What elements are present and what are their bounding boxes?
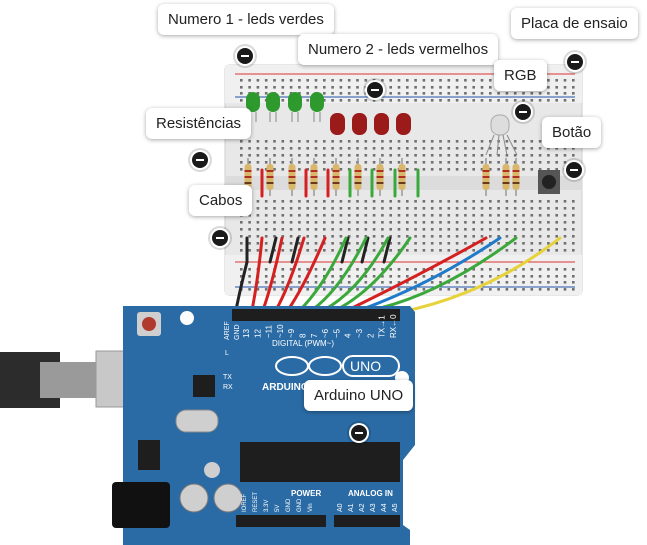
resistencias-marker-icon[interactable] bbox=[190, 150, 210, 170]
wire[interactable] bbox=[370, 236, 518, 312]
power-pin-label: 3.3V bbox=[264, 500, 270, 512]
cabos-marker-icon[interactable] bbox=[210, 228, 230, 248]
red-led bbox=[374, 113, 389, 135]
numero2-marker-icon[interactable] bbox=[365, 80, 385, 100]
resistors[interactable] bbox=[244, 158, 520, 196]
analog-pin-label: A0 bbox=[337, 503, 344, 512]
wire[interactable] bbox=[310, 236, 368, 312]
pin-label: RX←0 bbox=[389, 314, 398, 338]
power-pin-label: GND bbox=[286, 498, 292, 512]
arduino-board[interactable] bbox=[112, 306, 415, 545]
pin-label: ~5 bbox=[332, 328, 341, 338]
resistor[interactable] bbox=[398, 158, 406, 196]
analog-pin-label: A1 bbox=[348, 503, 355, 512]
tx-label: TX bbox=[223, 374, 232, 381]
analog-pin-label: A3 bbox=[370, 503, 377, 512]
usb-cable bbox=[0, 350, 167, 408]
resistor[interactable] bbox=[288, 158, 296, 196]
resistor[interactable] bbox=[512, 158, 520, 196]
pin-label: 4 bbox=[344, 333, 353, 338]
wire[interactable] bbox=[274, 236, 306, 312]
resistor[interactable] bbox=[376, 158, 384, 196]
red-led bbox=[330, 113, 345, 135]
analog-pin-label: A5 bbox=[392, 503, 399, 512]
resistor[interactable] bbox=[354, 158, 362, 196]
digital-label: DIGITAL (PWM~) bbox=[272, 339, 334, 348]
wire[interactable] bbox=[298, 236, 348, 312]
wire[interactable] bbox=[340, 236, 350, 264]
callout-botao: Botão bbox=[542, 117, 602, 148]
gnd-label: GND bbox=[234, 324, 241, 340]
wire[interactable] bbox=[290, 236, 300, 264]
resistor[interactable] bbox=[332, 158, 340, 196]
wire[interactable] bbox=[286, 236, 327, 312]
pin-label: 13 bbox=[242, 329, 251, 338]
botao-marker-icon[interactable] bbox=[564, 160, 584, 180]
analog-pin-label: A4 bbox=[381, 503, 388, 512]
pin-label: 2 bbox=[366, 333, 375, 338]
power-pin-labels: IOREF RESET 3.3V 5V GND GND Vin bbox=[242, 492, 314, 512]
numero1-marker-icon[interactable] bbox=[235, 46, 255, 66]
pin-label: ~9 bbox=[287, 328, 296, 338]
wire[interactable] bbox=[334, 236, 412, 312]
power-pin-label: IOREF bbox=[242, 493, 248, 512]
pin-label: ~11 bbox=[265, 324, 274, 338]
wire[interactable] bbox=[382, 236, 392, 264]
green-leds[interactable] bbox=[246, 92, 324, 122]
rx-label: RX bbox=[223, 384, 233, 391]
wire[interactable] bbox=[268, 236, 278, 264]
callout-rgb: RGB bbox=[494, 60, 547, 91]
power-pin-label: RESET bbox=[253, 492, 259, 512]
push-button[interactable] bbox=[538, 170, 560, 194]
aref-label: AREF bbox=[224, 321, 231, 340]
power-label: POWER bbox=[291, 489, 321, 498]
resistor[interactable] bbox=[266, 158, 274, 196]
uno-label: UNO bbox=[350, 358, 381, 374]
green-led bbox=[288, 92, 302, 122]
wire[interactable] bbox=[360, 236, 370, 264]
resistor[interactable] bbox=[502, 158, 510, 196]
wire[interactable] bbox=[358, 236, 502, 312]
placa-marker-icon[interactable] bbox=[565, 52, 585, 72]
red-led bbox=[396, 113, 411, 135]
wire[interactable] bbox=[250, 236, 264, 312]
callout-numero1: Numero 1 - leds verdes bbox=[158, 4, 334, 35]
wire[interactable] bbox=[261, 236, 284, 312]
pin-label: ~6 bbox=[321, 328, 330, 338]
resistor[interactable] bbox=[482, 158, 490, 196]
analog-pin-label: A2 bbox=[359, 503, 366, 512]
resistor[interactable] bbox=[310, 158, 318, 196]
rgb-marker-icon[interactable] bbox=[513, 102, 533, 122]
brand-label: ARDUINO bbox=[262, 382, 309, 393]
callout-cabos: Cabos bbox=[189, 185, 253, 216]
pin-label: ~3 bbox=[355, 328, 364, 338]
rgb-led[interactable] bbox=[485, 114, 518, 156]
callout-arduino: Arduino UNO bbox=[304, 380, 414, 411]
l-led-label: L bbox=[225, 350, 229, 357]
power-pin-label: 5V bbox=[275, 505, 281, 512]
red-led bbox=[352, 113, 367, 135]
analog-pin-labels: A0 A1 A2 A3 A4 A5 bbox=[337, 503, 399, 512]
pin-label: 12 bbox=[253, 329, 262, 338]
green-led bbox=[266, 92, 280, 122]
pin-label: 7 bbox=[310, 333, 319, 338]
arduino-marker-icon[interactable] bbox=[349, 423, 369, 443]
pin-label: 8 bbox=[299, 333, 308, 338]
red-leds[interactable] bbox=[330, 113, 411, 135]
pin-label: TX→1 bbox=[378, 315, 387, 338]
power-pin-label: GND bbox=[297, 498, 303, 512]
analog-label: ANALOG IN bbox=[348, 489, 393, 498]
power-pin-label: Vin bbox=[308, 503, 314, 512]
callout-numero2: Numero 2 - leds vermelhos bbox=[298, 34, 499, 65]
callout-resistencias: Resistências bbox=[146, 108, 252, 139]
wire[interactable] bbox=[322, 236, 390, 312]
green-led bbox=[310, 92, 324, 122]
pin-label: ~10 bbox=[276, 324, 285, 338]
wires[interactable] bbox=[234, 168, 562, 317]
wire[interactable] bbox=[346, 236, 488, 312]
callout-placa: Placa de ensaio bbox=[511, 8, 638, 39]
